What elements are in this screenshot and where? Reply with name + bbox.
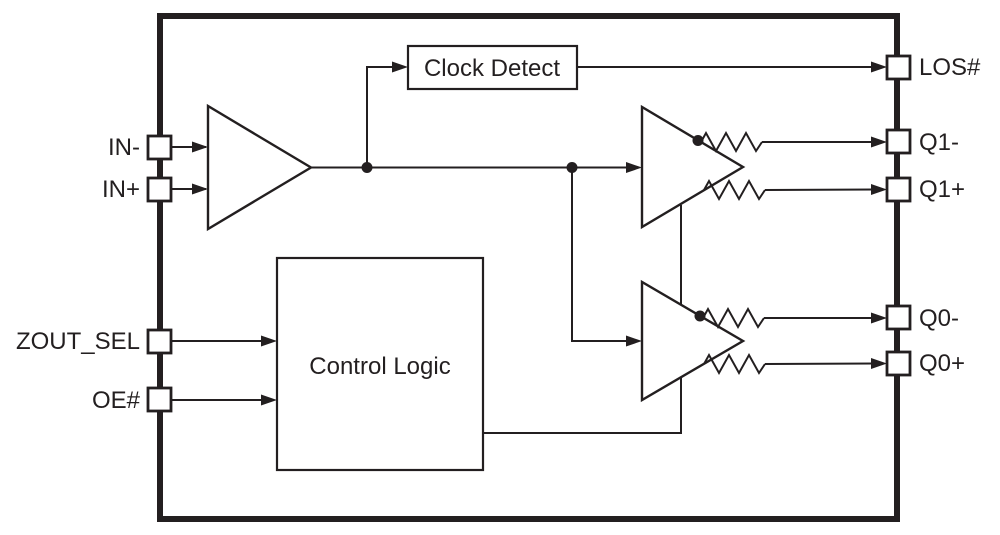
pin-label-q1-plus: Q1+ xyxy=(919,176,965,203)
pin-label-in-minus: IN- xyxy=(108,134,140,161)
junction-dot-q0-branch xyxy=(566,162,578,173)
wire-q1-plus xyxy=(764,188,876,191)
arrowhead-clock-detect xyxy=(392,61,408,73)
pin-zout-sel xyxy=(146,328,173,355)
pin-q1-plus xyxy=(885,176,912,203)
wire-clock-detect-feed xyxy=(366,66,396,168)
q1-driver-triangle xyxy=(640,104,746,230)
pin-q1-minus xyxy=(885,128,912,155)
arrowhead-q0-minus xyxy=(871,312,887,324)
q0-driver-triangle xyxy=(640,279,746,403)
wire-q0-feed xyxy=(571,167,630,342)
pin-label-q1-minus: Q1- xyxy=(919,129,959,156)
pin-in-plus xyxy=(146,176,173,203)
pin-label-los: LOS# xyxy=(919,54,981,81)
resistor-q1-plus xyxy=(703,178,766,202)
arrowhead-oe xyxy=(261,394,277,406)
pin-q0-plus xyxy=(885,350,912,377)
clock-detect-box xyxy=(406,44,579,91)
control-logic-label: Control Logic xyxy=(309,353,450,380)
arrowhead-zout-sel xyxy=(261,335,277,347)
pin-label-zout-sel: ZOUT_SEL xyxy=(16,328,140,355)
junction-dot-q1-output xyxy=(692,135,704,146)
control-logic-box xyxy=(275,256,485,472)
pin-in-minus xyxy=(146,134,173,161)
arrowhead-q1-minus xyxy=(871,136,887,148)
junction-dot-clock-branch xyxy=(361,162,373,173)
pin-oe xyxy=(146,386,173,413)
arrowhead-q0-input xyxy=(626,335,642,347)
pin-q0-minus xyxy=(885,304,912,331)
resistor-q0-plus xyxy=(703,352,766,376)
wire-q0-plus xyxy=(764,362,876,365)
resistor-q1-minus xyxy=(700,130,763,154)
junction-dot-q0-output xyxy=(694,310,706,322)
arrowhead-in-minus xyxy=(192,141,208,153)
clock-detect-label: Clock Detect xyxy=(424,55,560,82)
arrowhead-q1-input xyxy=(626,162,642,173)
pin-label-in-plus: IN+ xyxy=(102,176,140,203)
resistor-q0-minus xyxy=(702,306,765,330)
arrowhead-q0-plus xyxy=(871,358,887,369)
chip-outline xyxy=(157,13,900,522)
pin-los xyxy=(885,54,912,81)
arrowhead-q1-plus xyxy=(871,184,887,195)
arrowhead-in-plus xyxy=(192,183,208,195)
pin-label-q0-minus: Q0- xyxy=(919,305,959,332)
pin-label-q0-plus: Q0+ xyxy=(919,350,965,377)
wire-enable-q0 xyxy=(483,377,682,434)
arrowhead-los xyxy=(871,61,887,73)
input-buffer-triangle xyxy=(206,103,314,232)
pin-label-oe: OE# xyxy=(92,387,141,414)
